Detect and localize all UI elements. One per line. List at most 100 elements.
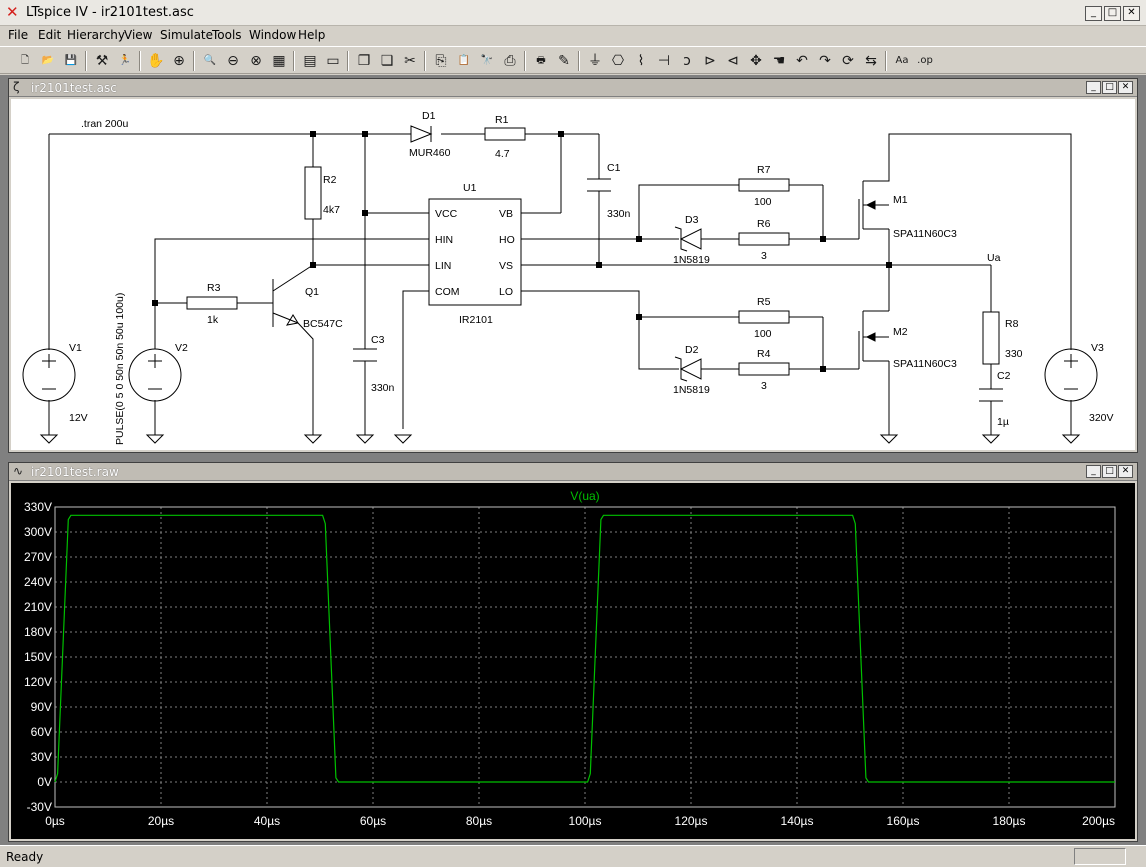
component-icon[interactable]: ⊲ [727, 53, 739, 69]
r8-value: 330 [1005, 348, 1023, 360]
ground-symbol [981, 434, 1001, 444]
drag-icon[interactable]: ☚ [772, 53, 786, 69]
paste-icon[interactable]: 📋 [457, 55, 471, 66]
autorange-icon[interactable]: ▦ [272, 53, 286, 69]
u1-pin-com: COM [435, 286, 460, 298]
diode-icon[interactable]: ⊳ [704, 53, 716, 69]
d2-value: 1N5819 [673, 384, 710, 396]
menu-simulate[interactable]: Simulate [160, 28, 214, 42]
copy-icon[interactable]: ⎘ [435, 53, 447, 69]
print-icon[interactable]: 🖶 [536, 55, 546, 66]
schematic-minimize-button[interactable]: _ [1086, 81, 1101, 94]
toolbar-separator [85, 51, 87, 71]
new-schematic-icon[interactable]: 🗋 [20, 55, 30, 66]
schematic-parts [22, 125, 1098, 444]
print-setup-icon[interactable]: ⎙ [504, 53, 516, 69]
cut-icon[interactable]: ✂ [404, 53, 416, 69]
inductor-icon[interactable]: ↄ [683, 53, 691, 69]
r3-value: 1k [207, 314, 219, 326]
y-tick-label: 210V [24, 600, 52, 614]
undo-icon[interactable]: ↶ [796, 53, 808, 69]
zoom-out-icon[interactable]: ⊖ [227, 53, 239, 69]
m1-ref: M1 [893, 194, 908, 206]
plot-frame [54, 506, 1116, 808]
maximize-button[interactable]: □ [1104, 6, 1121, 21]
r1-value: 4.7 [495, 148, 510, 160]
x-tick-label: 160µs [887, 814, 920, 828]
d1-ref: D1 [422, 110, 436, 122]
tran-directive[interactable]: .tran 200u [81, 118, 128, 130]
label-net-icon[interactable]: ⎔ [611, 53, 625, 69]
text-icon[interactable]: Aa [895, 55, 909, 66]
v2-source-symbol [128, 348, 182, 402]
find-icon[interactable]: 🔭 [480, 55, 494, 66]
y-tick-label: 240V [24, 575, 52, 589]
draw-wire-icon[interactable]: ✎ [558, 53, 570, 69]
toolbar-separator [139, 51, 141, 71]
trace-label-v-ua[interactable]: V(ua) [570, 489, 599, 503]
y-tick-label: 270V [24, 550, 52, 564]
schematic-maximize-button[interactable]: □ [1102, 81, 1117, 94]
schematic-canvas[interactable]: .tran 200u D1 MUR460 R1 4.7 R2 4k7 C1 33… [11, 99, 1135, 450]
r7-value: 100 [754, 196, 772, 208]
menu-tools[interactable]: Tools [212, 28, 242, 42]
v3-value: 320V [1089, 412, 1114, 424]
menu-edit[interactable]: Edit [38, 28, 62, 42]
zoom-cancel-icon[interactable]: ⊗ [250, 53, 262, 69]
grid-icon[interactable]: ▤ [303, 53, 317, 69]
pan-icon[interactable]: 🔍 [203, 55, 217, 66]
net-label-ua[interactable]: Ua [987, 252, 1001, 264]
save-icon[interactable]: 💾 [64, 55, 78, 66]
c3-value: 330n [371, 382, 395, 394]
schematic-close-button[interactable]: ✕ [1118, 81, 1133, 94]
control-panel-icon[interactable]: ⚒ [95, 53, 109, 69]
ground-icon[interactable]: ⏚ [588, 53, 602, 69]
run-icon[interactable]: 🏃 [118, 55, 132, 66]
r2-ref: R2 [323, 174, 337, 186]
trace-v-ua[interactable] [54, 514, 1115, 783]
r2-value: 4k7 [323, 204, 340, 216]
minimize-button[interactable]: _ [1085, 6, 1102, 21]
resistor-icon[interactable]: ⌇ [637, 53, 645, 69]
rotate-icon[interactable]: ⟳ [842, 53, 854, 69]
r6-ref: R6 [757, 218, 771, 230]
open-icon[interactable]: 📂 [41, 55, 55, 66]
waveform-plot[interactable]: 330V300V270V240V210V180V150V120V90V60V30… [11, 483, 1135, 839]
tile-horizontal-icon[interactable]: ▭ [326, 53, 340, 69]
waveform-titlebar[interactable]: ∿ ir2101test.raw _ □ ✕ [9, 463, 1137, 481]
window-title: LTspice IV - ir2101test.asc [26, 5, 194, 20]
schematic-titlebar[interactable]: ζ ir2101test.asc _ □ ✕ [9, 79, 1137, 97]
u1-pin-lo: LO [499, 286, 513, 298]
toolbar-separator [885, 51, 887, 71]
redo-icon[interactable]: ↷ [819, 53, 831, 69]
tile-vertical-icon[interactable]: ❏ [380, 53, 394, 69]
spice-directive-icon[interactable]: .op [917, 55, 933, 66]
close-button[interactable]: ✕ [1123, 6, 1140, 21]
toolbar: 🗋 📂 💾 ⚒ 🏃 ✋ ⊕ 🔍 ⊖ ⊗ ▦ ▤ ▭ ❐ ❏ ✂ ⎘ 📋 🔭 ⎙ 🖶 ✎ ⏚ ⎔ ⌇ ⊣ ↄ ⊳ ⊲ ✥ ☚ ↶ ↷ ⟳ ⇆ Aa .op [0, 46, 1146, 74]
x-tick-label: 140µs [781, 814, 814, 828]
junction-dots [152, 131, 892, 372]
r5-resistor-symbol [738, 310, 790, 324]
menu-hierarchy[interactable]: Hierarchy [67, 28, 126, 42]
waveform-minimize-button[interactable]: _ [1086, 465, 1101, 478]
ground-symbol [303, 434, 323, 444]
zoom-in-icon[interactable]: ⊕ [173, 53, 185, 69]
waveform-close-button[interactable]: ✕ [1118, 465, 1133, 478]
menu-view[interactable]: View [124, 28, 153, 42]
menu-window[interactable]: Window [249, 28, 297, 42]
d3-diode-symbol [679, 228, 702, 250]
y-tick-label: 330V [24, 500, 52, 514]
waveform-title: ir2101test.raw [31, 465, 119, 479]
u1-pin-hin: HIN [435, 234, 453, 246]
menu-help[interactable]: Help [298, 28, 326, 42]
q1-ref: Q1 [305, 286, 319, 298]
mirror-icon[interactable]: ⇆ [865, 53, 877, 69]
cascade-icon[interactable]: ❐ [357, 53, 371, 69]
move-icon[interactable]: ✥ [750, 53, 762, 69]
waveform-maximize-button[interactable]: □ [1102, 465, 1117, 478]
capacitor-icon[interactable]: ⊣ [657, 53, 671, 69]
c2-value: 1µ [997, 416, 1009, 428]
menu-file[interactable]: File [8, 28, 29, 42]
y-axis-ticks: 330V300V270V240V210V180V150V120V90V60V30… [24, 500, 52, 814]
halt-icon[interactable]: ✋ [147, 53, 165, 69]
